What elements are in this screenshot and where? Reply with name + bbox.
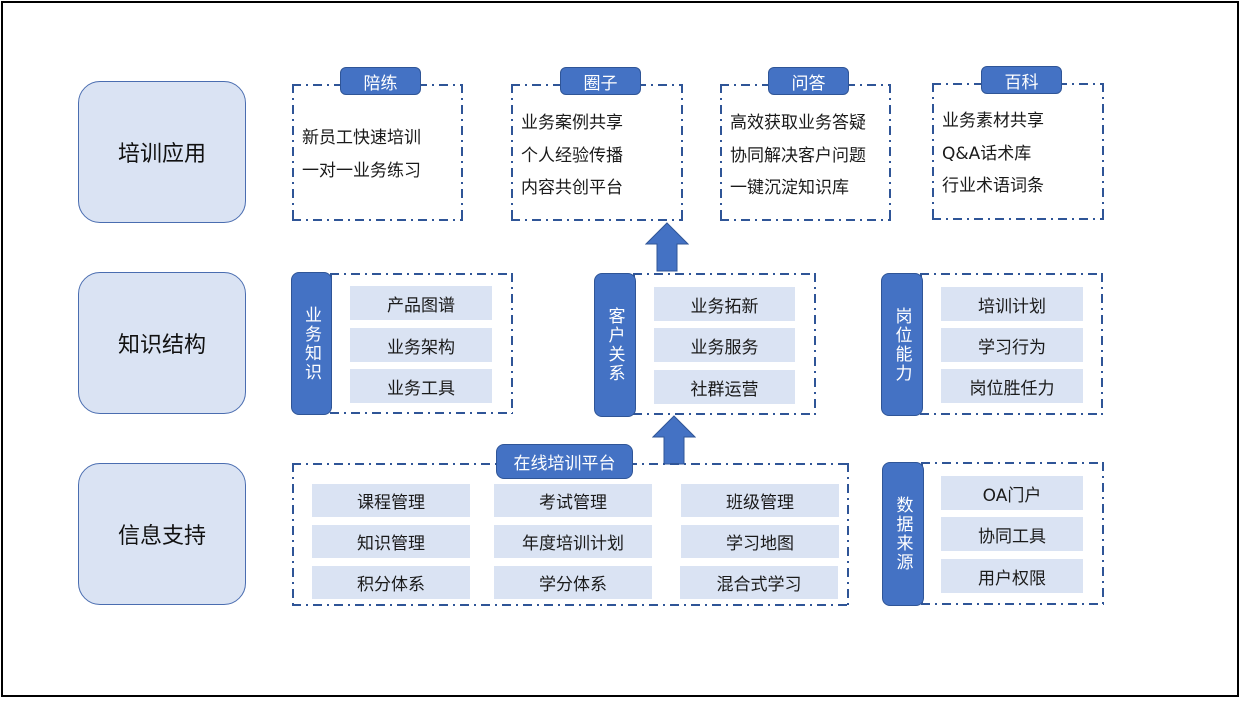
app-card-circle: 业务案例共享 个人经验传播 内容共创平台 — [511, 84, 683, 221]
arrow-up-icon — [652, 415, 696, 465]
arrow-up-icon — [645, 222, 689, 272]
knowledge-item: 产品图谱 — [350, 286, 492, 320]
data-source-item: OA门户 — [941, 476, 1083, 510]
vertical-label: 业务知识 — [301, 305, 321, 382]
knowledge-item: 业务拓新 — [654, 287, 795, 321]
data-source-label: 数据来源 — [882, 462, 924, 606]
tab-label: 在线培训平台 — [513, 454, 616, 474]
layer-knowledge-structure: 知识结构 — [78, 272, 246, 414]
app-tab-circle: 圈子 — [560, 67, 641, 95]
app-card-qa: 高效获取业务答疑 协同解决客户问题 一键沉淀知识库 — [720, 84, 891, 221]
knowledge-label-customer: 客户关系 — [594, 273, 636, 417]
app-feature: 业务案例共享 — [521, 113, 623, 133]
platform-item: 学分体系 — [494, 566, 652, 599]
app-card-lines: 新员工快速培训 一对一业务练习 — [302, 122, 421, 187]
knowledge-item: 培训计划 — [941, 287, 1083, 321]
app-feature: 内容共创平台 — [521, 178, 623, 198]
tab-label: 陪练 — [363, 73, 398, 94]
layer-training-application: 培训应用 — [78, 81, 246, 223]
app-card-practice: 新员工快速培训 一对一业务练习 — [292, 84, 463, 221]
layer-label: 知识结构 — [117, 333, 206, 358]
tab-label: 百科 — [1004, 72, 1039, 93]
vertical-label: 客户关系 — [604, 307, 625, 383]
layer-label: 信息支持 — [117, 524, 206, 549]
app-tab-wiki: 百科 — [981, 66, 1062, 94]
layer-information-support: 信息支持 — [78, 463, 246, 605]
app-feature: 业务素材共享 — [942, 111, 1044, 131]
app-card-wiki: 业务素材共享 Q&A话术库 行业术语词条 — [932, 83, 1104, 220]
knowledge-item: 社群运营 — [654, 370, 795, 404]
app-feature: 行业术语词条 — [942, 176, 1044, 196]
platform-item: 混合式学习 — [680, 566, 838, 599]
knowledge-item: 业务服务 — [654, 328, 795, 362]
app-feature: 一键沉淀知识库 — [730, 178, 849, 198]
app-card-lines: 业务案例共享 个人经验传播 内容共创平台 — [521, 107, 623, 205]
app-feature: 一对一业务练习 — [302, 160, 421, 181]
app-feature: 新员工快速培训 — [302, 128, 421, 148]
platform-item: 班级管理 — [681, 484, 839, 517]
knowledge-item: 学习行为 — [941, 328, 1083, 362]
app-card-lines: 高效获取业务答疑 协同解决客户问题 一键沉淀知识库 — [730, 107, 866, 205]
data-source-item: 协同工具 — [941, 517, 1083, 551]
layer-label: 培训应用 — [117, 142, 206, 167]
platform-item: 知识管理 — [312, 525, 470, 558]
platform-item: 课程管理 — [312, 484, 470, 517]
platform-item: 考试管理 — [494, 484, 652, 517]
app-tab-practice: 陪练 — [340, 67, 421, 95]
app-feature: 个人经验传播 — [521, 145, 623, 166]
app-tab-qa: 问答 — [768, 67, 849, 95]
knowledge-item: 业务架构 — [350, 328, 492, 362]
platform-item: 积分体系 — [312, 566, 470, 599]
app-feature: 高效获取业务答疑 — [730, 113, 866, 133]
platform-tab: 在线培训平台 — [496, 444, 633, 479]
knowledge-item: 业务工具 — [350, 369, 492, 403]
app-feature: Q&A话术库 — [942, 143, 1032, 164]
knowledge-label-business: 业务知识 — [291, 272, 332, 415]
tab-label: 圈子 — [583, 73, 618, 94]
vertical-label: 数据来源 — [892, 496, 913, 572]
data-source-item: 用户权限 — [941, 559, 1083, 593]
platform-item: 年度培训计划 — [494, 525, 652, 558]
knowledge-item: 岗位胜任力 — [941, 369, 1083, 403]
platform-item: 学习地图 — [681, 525, 839, 558]
tab-label: 问答 — [791, 73, 826, 94]
app-card-lines: 业务素材共享 Q&A话术库 行业术语词条 — [942, 105, 1044, 203]
vertical-label: 岗位能力 — [891, 306, 912, 383]
knowledge-label-position: 岗位能力 — [881, 273, 923, 416]
app-feature: 协同解决客户问题 — [730, 145, 866, 166]
